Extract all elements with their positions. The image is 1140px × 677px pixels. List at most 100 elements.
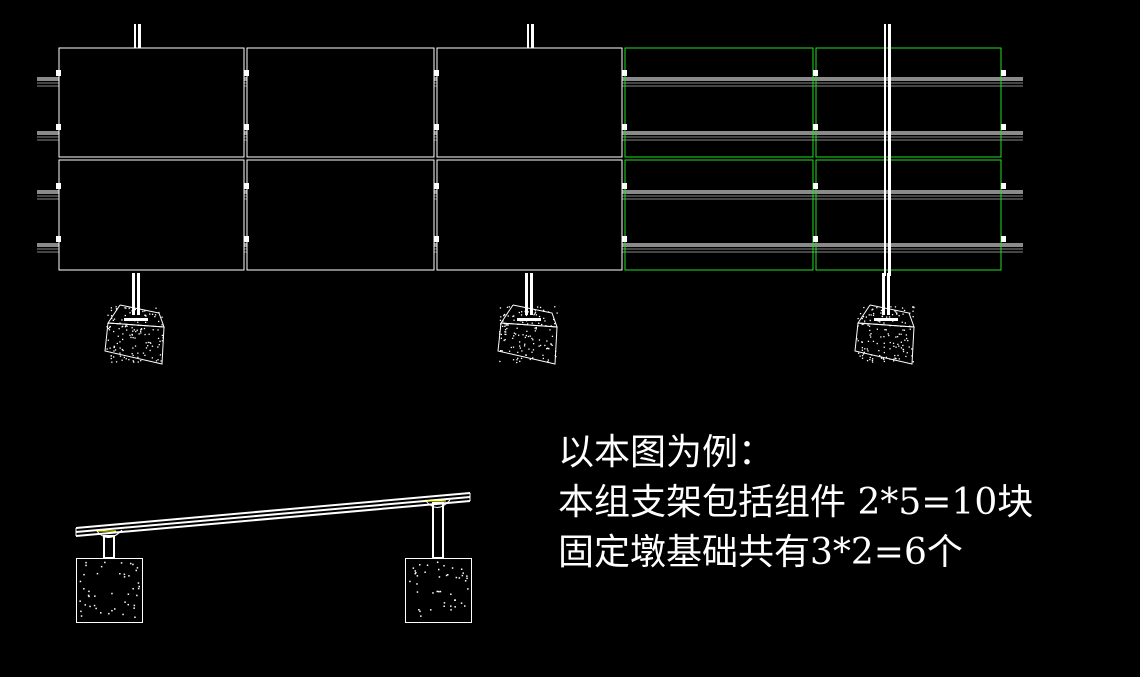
speckle	[136, 567, 139, 569]
speckle	[129, 312, 131, 314]
speckle	[522, 334, 524, 336]
side-beam	[75, 500, 471, 537]
speckle	[124, 314, 126, 317]
speckle	[125, 307, 127, 309]
speckle	[555, 356, 557, 358]
speckle	[148, 333, 150, 335]
speckle	[889, 348, 891, 350]
speckle	[857, 325, 859, 327]
speckle	[527, 311, 529, 313]
speckle	[513, 332, 515, 334]
speckle	[119, 573, 121, 575]
speckle	[126, 329, 128, 331]
speckle	[83, 573, 85, 576]
speckle	[527, 335, 530, 338]
speckle	[554, 306, 556, 308]
speckle	[118, 328, 120, 330]
speckle	[159, 340, 161, 342]
clamp-icon	[56, 124, 61, 130]
post-stem	[882, 273, 885, 315]
speckle	[551, 335, 554, 337]
speckle	[133, 329, 135, 331]
speckle	[109, 326, 111, 328]
speckle	[900, 333, 902, 335]
speckle	[888, 316, 891, 318]
clamp-icon	[244, 124, 249, 130]
pv-module-r1-c2	[246, 47, 435, 158]
speckle	[158, 344, 160, 346]
side-view	[75, 492, 472, 623]
speckle	[537, 306, 539, 308]
speckle	[896, 312, 898, 314]
pv-module-r1-c5	[815, 47, 1002, 158]
speckle	[454, 606, 456, 608]
speckle	[872, 340, 875, 342]
speckle	[499, 333, 501, 335]
speckle	[131, 353, 133, 355]
speckle	[519, 345, 521, 347]
speckle	[140, 328, 143, 330]
speckle	[137, 356, 139, 358]
speckle	[133, 607, 135, 609]
speckle	[506, 324, 508, 326]
pv-module-r2-c5	[815, 159, 1002, 271]
speckle	[107, 314, 109, 316]
speckle	[861, 347, 863, 349]
speckle	[122, 338, 124, 341]
speckle	[880, 309, 883, 312]
speckle	[909, 328, 911, 330]
speckle	[858, 352, 860, 354]
speckle	[142, 310, 144, 313]
speckle	[116, 323, 119, 325]
speckle	[866, 360, 869, 362]
speckle	[898, 358, 900, 360]
speckle	[547, 361, 549, 363]
speckle	[912, 306, 914, 308]
speckle	[129, 334, 131, 336]
speckle	[903, 309, 906, 312]
speckle	[505, 333, 507, 336]
base-plate	[874, 318, 898, 321]
speckle	[863, 351, 865, 353]
speckle	[144, 354, 146, 356]
clamp-icon	[622, 124, 627, 130]
side-beam	[75, 492, 471, 529]
speckle	[505, 331, 507, 333]
speckle	[501, 350, 503, 352]
speckle	[521, 320, 523, 322]
clamp-icon	[813, 70, 818, 76]
speckle	[138, 333, 140, 335]
speckle	[887, 333, 889, 335]
speckle	[508, 350, 511, 352]
speckle	[144, 314, 146, 316]
speckle	[539, 344, 542, 347]
speckle	[547, 361, 550, 363]
speckle	[521, 350, 523, 352]
speckle	[872, 314, 875, 316]
speckle	[112, 319, 114, 321]
speckle	[525, 314, 528, 317]
speckle	[128, 307, 130, 310]
speckle	[140, 330, 142, 332]
speckle	[881, 315, 883, 318]
speckle	[458, 577, 461, 579]
pv-module-r1-c3	[436, 47, 623, 158]
speckle	[125, 358, 127, 360]
speckle	[460, 568, 463, 570]
speckle	[132, 337, 134, 339]
speckle	[895, 336, 897, 338]
speckle	[88, 595, 90, 598]
speckle	[883, 346, 885, 348]
clamp-icon	[622, 236, 627, 242]
speckle	[443, 605, 445, 607]
speckle	[420, 615, 422, 617]
speckle	[464, 605, 466, 607]
speckle	[517, 323, 519, 325]
speckle	[466, 575, 468, 577]
speckle	[869, 334, 871, 336]
speckle	[500, 323, 502, 325]
speckle	[132, 588, 134, 590]
speckle	[520, 357, 523, 359]
speckle	[879, 355, 881, 357]
speckle	[903, 329, 906, 331]
